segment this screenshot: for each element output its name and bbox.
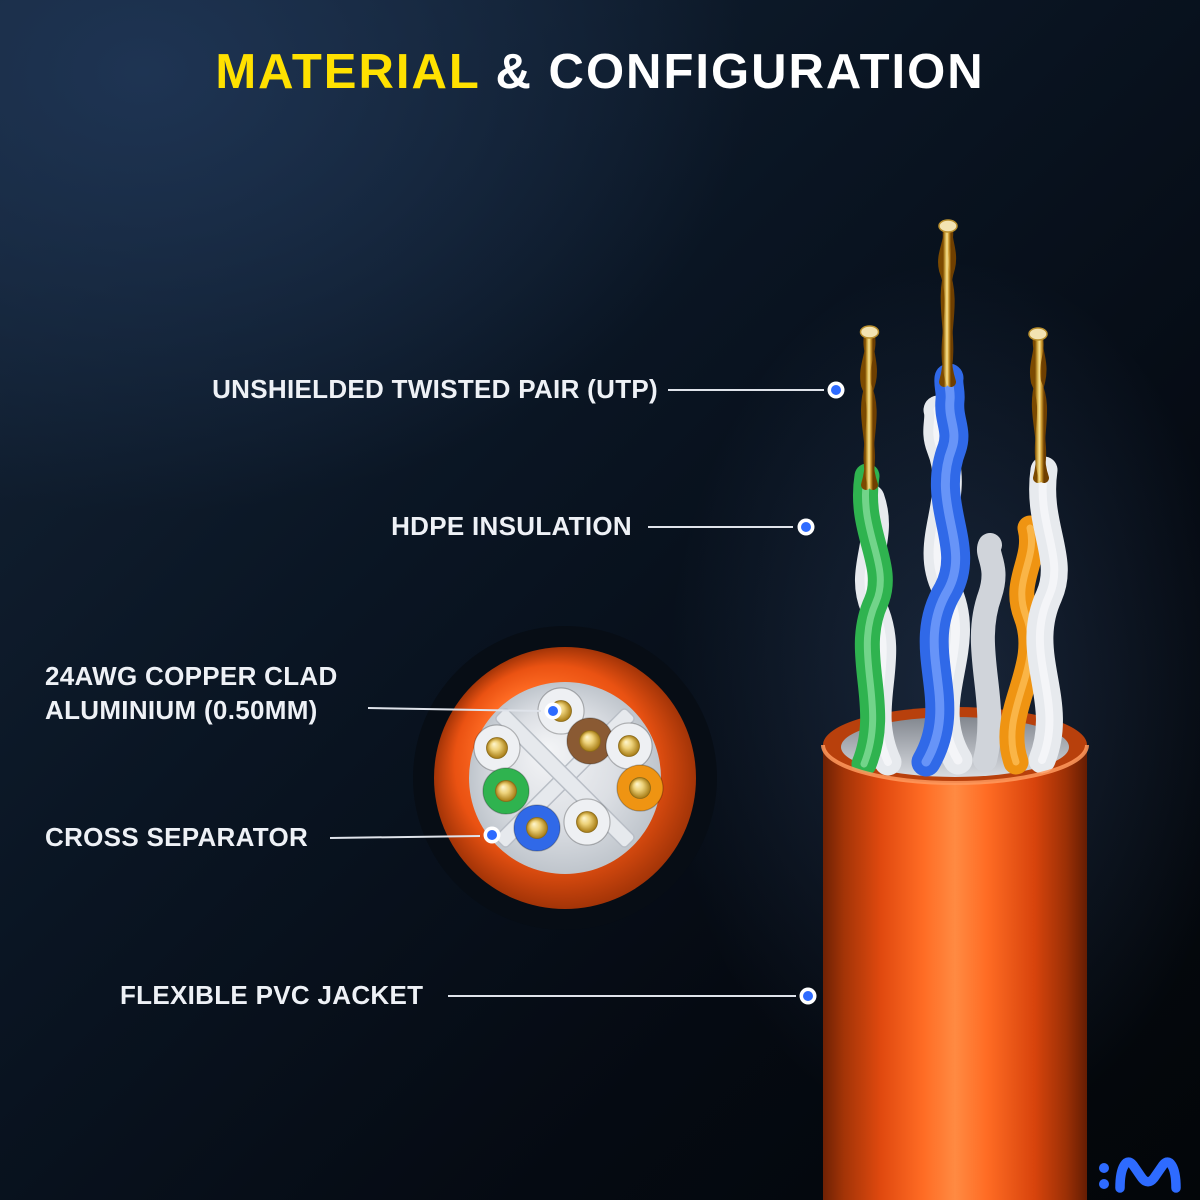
- callout-line-cross: [329, 835, 481, 839]
- callout-dot-cross: [483, 826, 501, 844]
- callout-label-cross: CROSS SEPARATOR: [45, 822, 309, 852]
- pair-blue: [911, 219, 973, 777]
- callout-lines: [329, 389, 824, 997]
- callout-label-utp: UNSHIELDED TWISTED PAIR (UTP): [212, 374, 658, 404]
- callout-dot-pvc: [799, 987, 817, 1005]
- wire-white-back: [970, 533, 1006, 772]
- callout-label-pvc: FLEXIBLE PVC JACKET: [120, 980, 424, 1010]
- callout-line-awg: [367, 707, 542, 712]
- callout-dot-awg: [544, 702, 562, 720]
- callout-label-awg: 24AWG COPPER CLAD ALUMINIUM (0.50MM): [45, 660, 405, 728]
- callout-dot-utp: [827, 381, 845, 399]
- title-rest: & CONFIGURATION: [479, 45, 985, 99]
- callout-label-awg-line1: 24AWG COPPER CLAD: [45, 661, 338, 691]
- brand-wave-logo: [1099, 1157, 1181, 1193]
- callout-label-hdpe: HDPE INSULATION: [391, 511, 632, 541]
- twisted-pairs: [851, 219, 1068, 777]
- pair-orange: [999, 327, 1068, 775]
- callout-dots: [483, 381, 845, 1005]
- cross-section: [413, 626, 717, 930]
- callout-dot-hdpe: [797, 518, 815, 536]
- callout-label-awg-line2: ALUMINIUM (0.50MM): [45, 694, 318, 725]
- pair-green: [851, 325, 902, 777]
- cable-jacket-front: [821, 744, 1089, 1200]
- title-highlight: MATERIAL: [215, 45, 480, 99]
- page-title: MATERIAL & CONFIGURATION: [0, 44, 1200, 100]
- cross-section-copper-cores: [486, 700, 651, 839]
